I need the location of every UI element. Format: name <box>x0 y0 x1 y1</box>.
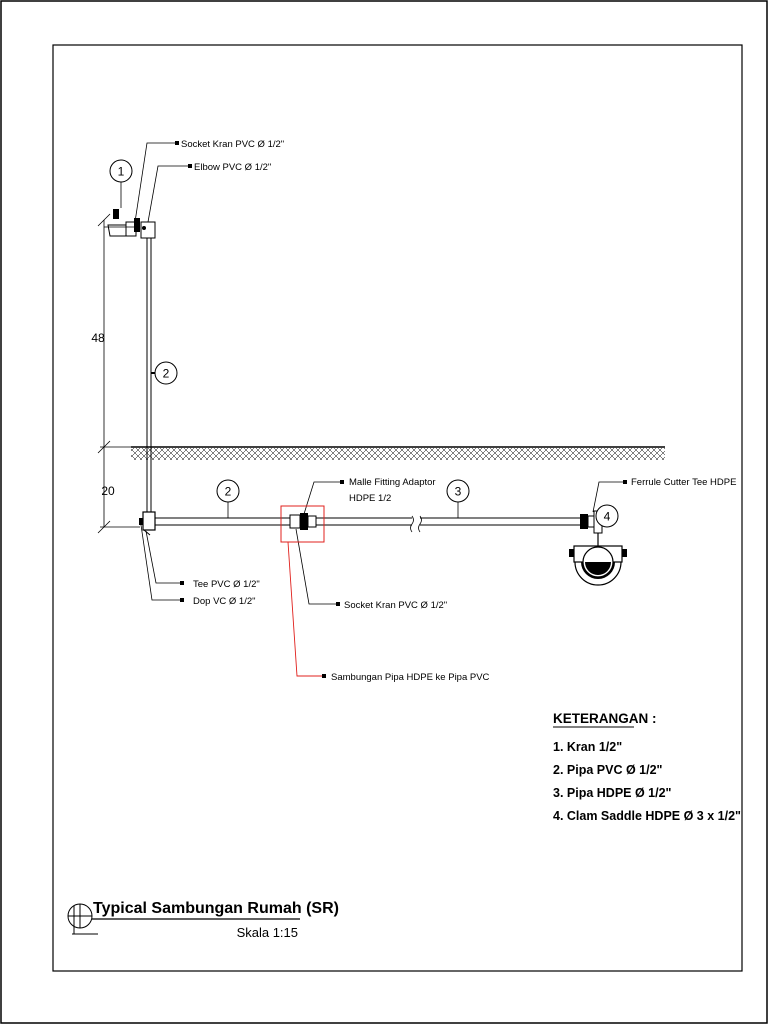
callout-elbow: Elbow PVC Ø 1/2" <box>194 162 271 173</box>
sambungan-highlight <box>280 505 326 678</box>
callout-malle-line1: Malle Fitting Adaptor <box>349 477 436 488</box>
callout-socket-kran-bottom: Socket Kran PVC Ø 1/2" <box>344 600 447 611</box>
drawing-title: Typical Sambungan Rumah (SR) <box>93 900 339 917</box>
legend-item-3: 3. Pipa HDPE Ø 1/2" <box>553 786 672 800</box>
dimension-20-label: 20 <box>101 484 115 498</box>
clam-saddle <box>569 545 627 586</box>
callout-dop: Dop VC Ø 1/2" <box>193 596 256 607</box>
callout-ferrule: Ferrule Cutter Tee HDPE <box>631 477 736 488</box>
dimension-48-label: 48 <box>91 331 105 345</box>
callout-malle-line2: HDPE 1/2 <box>349 493 391 504</box>
hdpe-horizontal-pipe <box>316 515 580 533</box>
bubble-1: 1 <box>109 159 133 208</box>
leader-tee <box>145 530 184 585</box>
leader-dop <box>140 524 184 602</box>
svg-text:1: 1 <box>118 165 125 179</box>
svg-text:3: 3 <box>455 485 462 499</box>
callout-tee: Tee PVC Ø 1/2" <box>193 579 260 590</box>
leader-socket-kran-bottom <box>295 528 340 606</box>
svg-text:2: 2 <box>225 485 232 499</box>
svg-text:4: 4 <box>604 510 611 524</box>
leader-ferrule <box>592 480 627 513</box>
legend-item-1: 1. Kran 1/2" <box>553 740 622 754</box>
drawing-frame <box>52 44 743 972</box>
legend: KETERANGAN : 1. Kran 1/2" 2. Pipa PVC Ø … <box>553 711 741 823</box>
callout-sambungan: Sambungan Pipa HDPE ke Pipa PVC <box>331 672 490 683</box>
bubble-4: 4 <box>595 504 619 528</box>
kran-tap <box>104 209 156 239</box>
section-symbol-icon <box>67 903 98 935</box>
tee-pvc-fitting <box>139 511 156 536</box>
malle-fitting-adaptor <box>289 513 317 530</box>
ground-surface <box>131 446 665 460</box>
bubble-3: 3 <box>446 479 470 518</box>
legend-item-4: 4. Clam Saddle HDPE Ø 3 x 1/2" <box>553 809 741 823</box>
dimension-line-20 <box>97 447 140 534</box>
bubble-2-horizontal: 2 <box>216 479 240 518</box>
legend-item-2: 2. Pipa PVC Ø 1/2" <box>553 763 663 777</box>
title-block: Typical Sambungan Rumah (SR) Skala 1:15 <box>67 900 339 940</box>
leader-malle <box>303 480 344 515</box>
leader-elbow <box>147 164 192 223</box>
drawing-scale: Skala 1:15 <box>237 925 298 940</box>
leader-socket-kran-top <box>134 141 179 223</box>
svg-text:2: 2 <box>163 367 170 381</box>
bubble-2-riser: 2 <box>151 361 178 385</box>
pvc-riser-pipe <box>146 236 152 517</box>
legend-title: KETERANGAN : <box>553 711 657 726</box>
callout-socket-kran-top: Socket Kran PVC Ø 1/2" <box>181 139 284 150</box>
pvc-horizontal-pipe <box>151 517 290 526</box>
